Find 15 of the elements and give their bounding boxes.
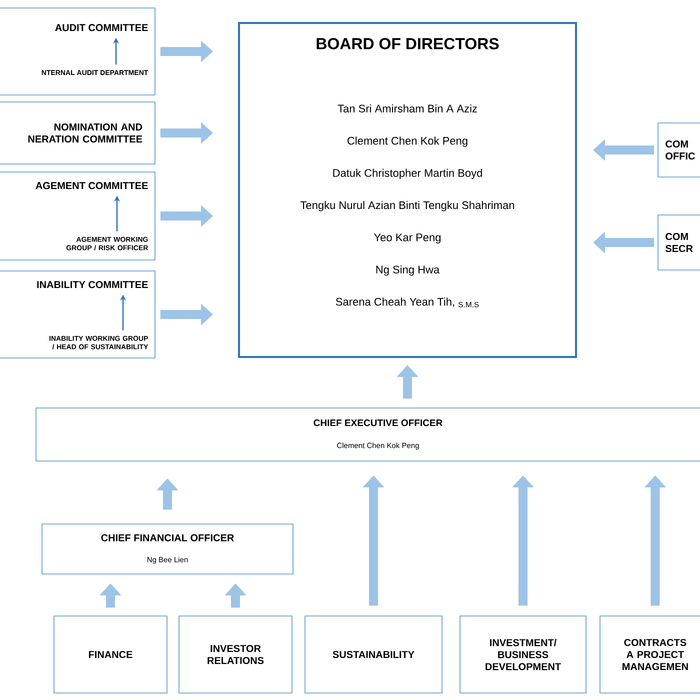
officer-box: COM SECR: [658, 214, 700, 270]
committee-title: INABILITY COMMITTEE: [37, 281, 148, 288]
department-box: INVESTMENT/ BUSINESS DEVELOPMENT: [460, 616, 586, 694]
department-box: CONTRACTS A PROJECT MANAGEMEN: [600, 616, 700, 694]
committee-box: [0, 270, 156, 358]
department-box: INVESTOR RELATIONS: [178, 616, 292, 694]
department-box: SUSTAINABILITY: [304, 616, 442, 694]
committee-title: AUDIT COMMITTEE: [55, 24, 148, 32]
department-box: FINANCE: [54, 616, 168, 694]
board-box: BOARD OF DIRECTORS Tan Sri Amirsham Bin A Aziz Clement Chen Kok Peng Datuk Christopher Martin Boyd Tengku Nurul Azian Binti Tengku Shahriman Yeo Kar Peng Ng Sing Hwa Sarena Cheah Yean Tih, $_{S.M.S}$: [238, 22, 577, 358]
committee-box: [0, 8, 156, 96]
committee-box: [0, 172, 156, 260]
officer-box: COM OFFIC: [658, 122, 700, 178]
committee-box: NOMINATION AND NERATION COMMITTEE: [0, 102, 156, 164]
committee-title: AGEMENT COMMITTEE: [36, 182, 148, 190]
